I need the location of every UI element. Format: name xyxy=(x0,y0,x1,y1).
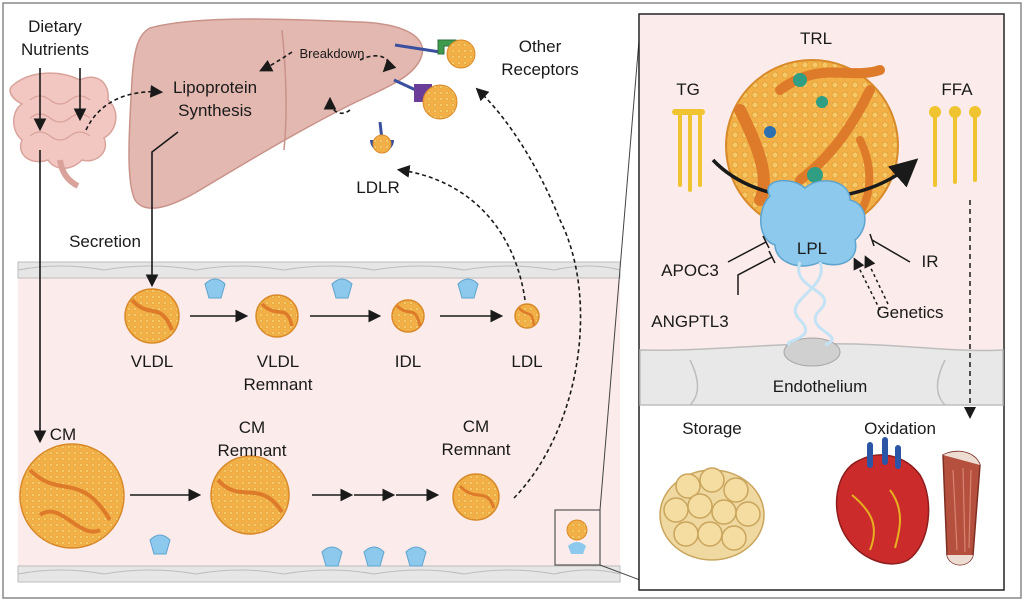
label-dietary-nutrients-2: Nutrients xyxy=(21,40,89,59)
label-endothelium: Endothelium xyxy=(773,377,868,396)
label-cm: CM xyxy=(50,425,76,444)
inset-source-box xyxy=(554,509,601,566)
inset-endothelium xyxy=(639,343,1004,406)
label-cm-remnant-1b: Remnant xyxy=(218,441,287,460)
label-lipoprotein-synthesis-1: Lipoprotein xyxy=(173,78,257,97)
inset-connector-top xyxy=(599,27,641,511)
label-lipoprotein-synthesis-2: Synthesis xyxy=(178,101,252,120)
label-tg: TG xyxy=(676,80,700,99)
label-cm-remnant-2b: Remnant xyxy=(442,440,511,459)
label-oxidation: Oxidation xyxy=(864,419,936,438)
ffa-molecule-icon xyxy=(929,106,981,187)
lpl-enzyme-icon xyxy=(149,278,479,567)
label-vldl: VLDL xyxy=(131,352,174,371)
label-secretion: Secretion xyxy=(69,232,141,251)
label-apoc3: APOC3 xyxy=(661,261,719,280)
label-other-receptors-2: Receptors xyxy=(501,60,578,79)
receptor-icon xyxy=(370,39,476,154)
label-angptl3: ANGPTL3 xyxy=(651,312,728,331)
label-cm-remnant-2a: CM xyxy=(463,417,489,436)
label-ffa: FFA xyxy=(941,80,973,99)
endothelium-top-row xyxy=(17,261,621,279)
heart-icon xyxy=(835,437,930,565)
label-vldl-remnant-1: VLDL xyxy=(257,352,300,371)
label-dietary-nutrients-1: Dietary xyxy=(28,17,82,36)
label-ldlr: LDLR xyxy=(356,178,399,197)
adipose-tissue-icon xyxy=(659,467,765,561)
label-other-receptors-1: Other xyxy=(519,37,562,56)
lpl-large-icon xyxy=(759,179,866,347)
lipoprotein-particle-icon xyxy=(19,288,540,549)
label-cm-remnant-1a: CM xyxy=(239,418,265,437)
label-trl: TRL xyxy=(800,29,832,48)
label-vldl-remnant-2: Remnant xyxy=(244,375,313,394)
label-breakdown: Breakdown xyxy=(299,46,364,61)
tg-molecule-icon xyxy=(672,109,705,192)
regulator-lines xyxy=(727,200,976,419)
label-ldl: LDL xyxy=(511,352,542,371)
label-idl: IDL xyxy=(395,352,421,371)
pathway-arrows xyxy=(33,51,582,502)
endothelium-bottom-row xyxy=(17,565,621,583)
label-ir: IR xyxy=(922,252,939,271)
label-storage: Storage xyxy=(682,419,742,438)
muscle-icon xyxy=(942,450,981,566)
inset-connector-bottom xyxy=(599,564,641,581)
label-genetics: Genetics xyxy=(876,303,943,322)
label-lpl: LPL xyxy=(797,239,827,258)
liver-icon xyxy=(128,18,424,209)
